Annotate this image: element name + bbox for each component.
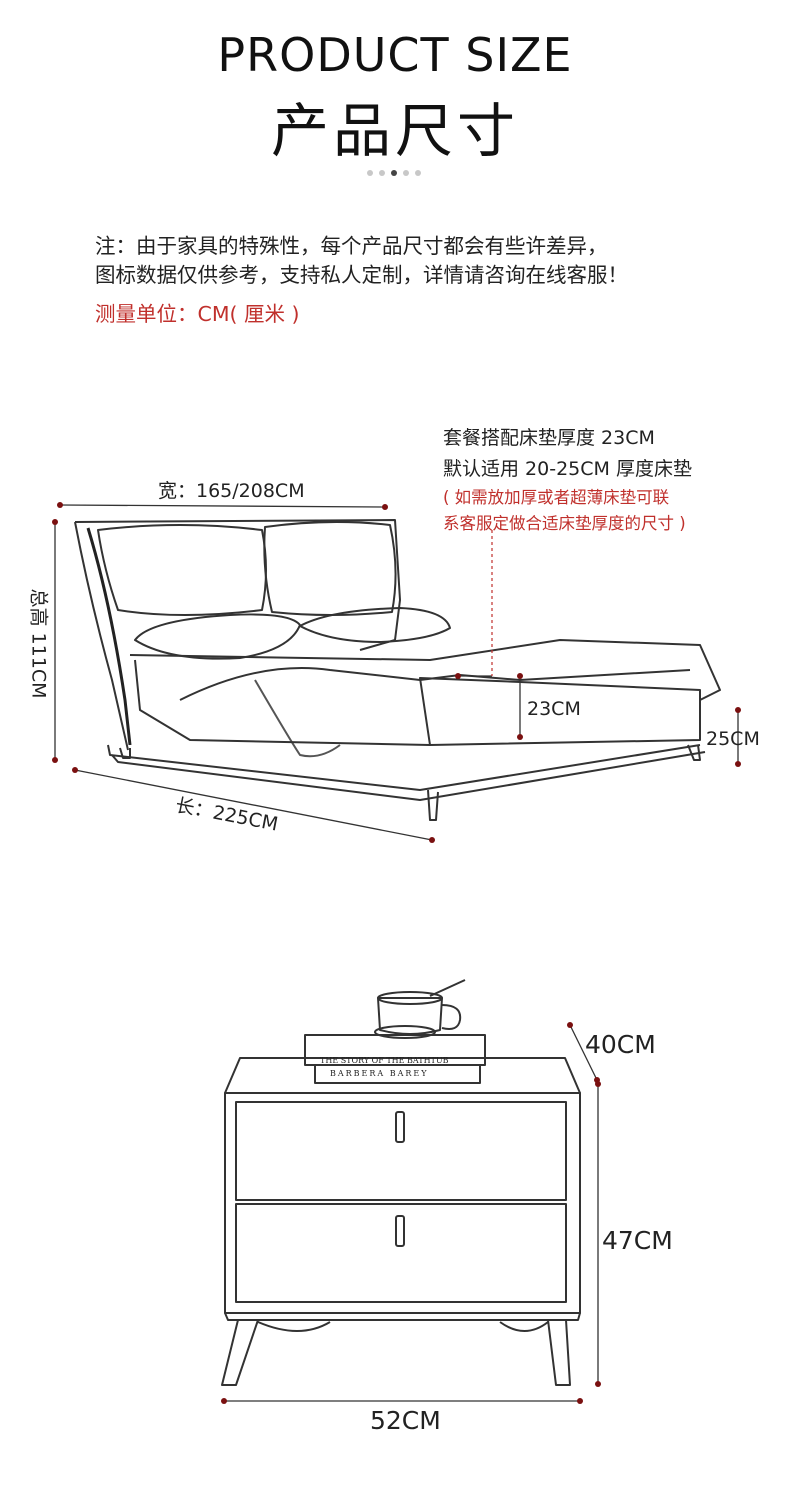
book-title-2: BARBERA BAREY (330, 1069, 429, 1078)
mattress-note-line-1: 套餐搭配床垫厚度 23CM (443, 427, 655, 449)
mattress-thickness-label: 23CM (527, 698, 581, 720)
leg-height-label: 25CM (706, 728, 760, 750)
note-line-2: 图标数据仅供参考，支持私人定制，详情请咨询在线客服！ (95, 263, 628, 287)
pager-dot (403, 169, 409, 176)
pager-dot (415, 169, 421, 176)
bed-width-label: 宽：165/208CM (158, 480, 305, 502)
page-title-cn: 产品尺寸 (270, 97, 519, 165)
pager-dots (367, 162, 427, 176)
nightstand-width-label: 52CM (370, 1406, 441, 1435)
nightstand-depth-label: 40CM (585, 1030, 656, 1059)
pager-dot-active (391, 169, 397, 176)
mattress-note-line-2: 默认适用 20-25CM 厚度床垫 (443, 458, 692, 480)
nightstand-height-label: 47CM (602, 1226, 673, 1255)
pager-dot (379, 169, 385, 176)
note-line-1: 注：由于家具的特殊性，每个产品尺寸都会有些许差异， (95, 234, 608, 258)
unit-note: 测量单位：CM( 厘米 ) (95, 302, 300, 326)
page-title-en: PRODUCT SIZE (217, 28, 573, 82)
mattress-red-note-1: ( 如需放加厚或者超薄床垫可联 (443, 488, 670, 507)
mattress-red-note-2: 系客服定做合适床垫厚度的尺寸 ) (443, 514, 686, 533)
bed-height-label: 总高 111CM (27, 588, 50, 699)
book-title-1: THE STORY OF THE BATHTUB (320, 1056, 449, 1065)
pager-dot (367, 169, 373, 176)
